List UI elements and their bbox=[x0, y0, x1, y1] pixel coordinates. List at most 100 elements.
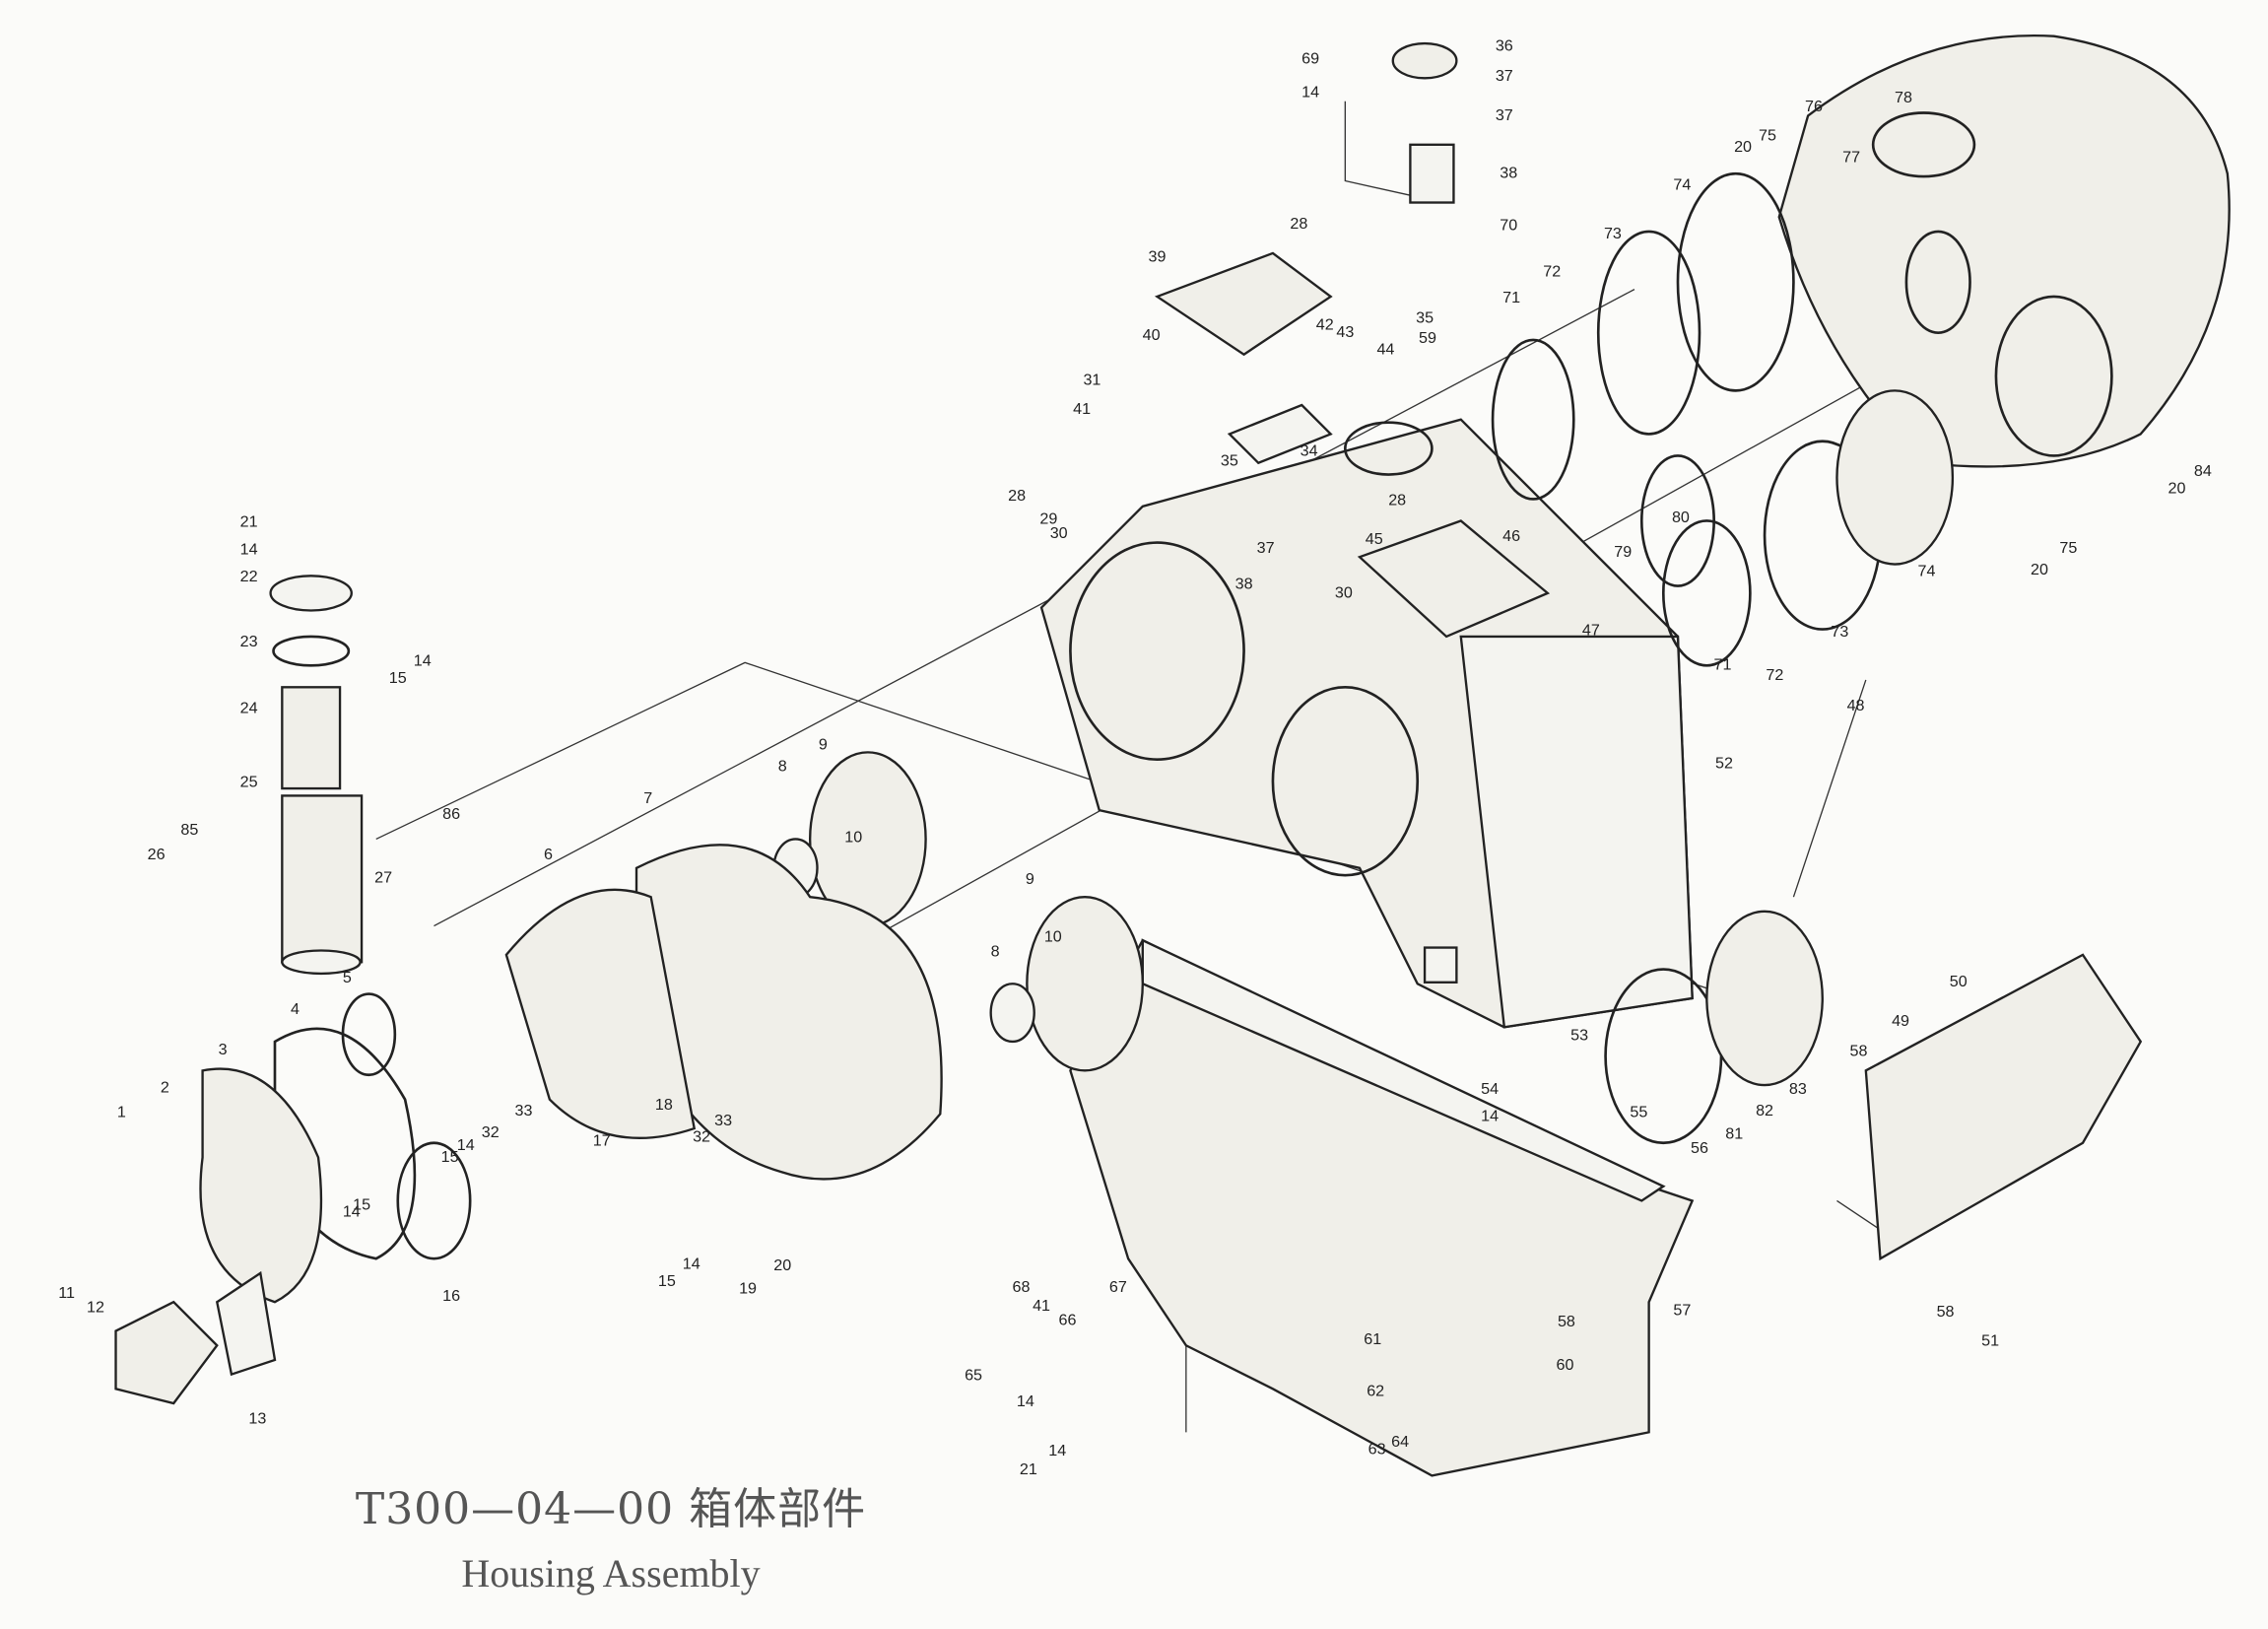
callout-number: 58 bbox=[1937, 1303, 1955, 1321]
callout-number: 1 bbox=[117, 1103, 126, 1120]
callout-number: 8 bbox=[778, 757, 787, 775]
callout-number: 67 bbox=[1109, 1278, 1127, 1296]
main-gearbox-housing bbox=[1039, 418, 1694, 1029]
callout-number: 55 bbox=[1630, 1103, 1647, 1120]
front-cover-plates bbox=[114, 844, 943, 1405]
callout-number: 31 bbox=[1083, 371, 1101, 388]
callout-number: 21 bbox=[1020, 1460, 1037, 1478]
callout-number: 20 bbox=[2031, 561, 2048, 578]
callout-number: 5 bbox=[343, 969, 352, 986]
callout-number: 14 bbox=[683, 1255, 700, 1272]
callout-number: 42 bbox=[1316, 316, 1334, 334]
callout-number: 15 bbox=[441, 1148, 459, 1166]
callout-number: 34 bbox=[1301, 441, 1318, 459]
oil-filter bbox=[269, 575, 364, 976]
callout-number: 30 bbox=[1050, 524, 1068, 542]
callout-number: 71 bbox=[1714, 656, 1732, 674]
title-english: Housing Assembly bbox=[461, 1551, 761, 1595]
callout-number: 83 bbox=[1789, 1080, 1807, 1098]
callout-number: 14 bbox=[1048, 1442, 1066, 1459]
callout-number: 85 bbox=[180, 821, 198, 839]
callout-number: 28 bbox=[1008, 487, 1026, 505]
callout-number: 63 bbox=[1368, 1440, 1386, 1458]
callout-number: 18 bbox=[655, 1096, 673, 1114]
callout-number: 68 bbox=[1013, 1278, 1031, 1296]
callout-number: 41 bbox=[1073, 400, 1091, 418]
callout-number: 59 bbox=[1419, 329, 1436, 347]
callout-number: 8 bbox=[991, 942, 1000, 960]
callout-number: 19 bbox=[739, 1279, 757, 1297]
callout-number: 51 bbox=[1981, 1331, 1999, 1349]
callout-number: 20 bbox=[2168, 480, 2185, 498]
callout-number: 13 bbox=[248, 1410, 266, 1428]
callout-number: 66 bbox=[1059, 1312, 1077, 1329]
callout-number: 48 bbox=[1847, 697, 1865, 714]
callout-number: 14 bbox=[457, 1136, 475, 1154]
callout-number: 14 bbox=[414, 651, 432, 669]
callout-number: 75 bbox=[1759, 126, 1776, 144]
callout-number: 71 bbox=[1502, 289, 1520, 306]
callout-number: 28 bbox=[1388, 491, 1406, 509]
callout-number: 56 bbox=[1691, 1139, 1708, 1157]
callout-number: 14 bbox=[240, 540, 258, 558]
callout-number: 54 bbox=[1481, 1080, 1499, 1098]
callout-number: 32 bbox=[693, 1127, 710, 1145]
mounting-bracket bbox=[1864, 953, 2143, 1261]
callout-number: 37 bbox=[1496, 67, 1513, 85]
callout-number: 73 bbox=[1831, 623, 1848, 641]
callout-number: 20 bbox=[1734, 138, 1752, 156]
callout-number: 53 bbox=[1570, 1027, 1588, 1045]
callout-number: 29 bbox=[1039, 509, 1057, 527]
callout-number: 62 bbox=[1367, 1383, 1384, 1400]
callout-number: 14 bbox=[1301, 83, 1319, 101]
callout-number: 24 bbox=[240, 700, 258, 717]
callout-number: 15 bbox=[353, 1195, 370, 1213]
dipstick bbox=[1792, 679, 1867, 898]
callout-number: 4 bbox=[291, 1000, 300, 1018]
callout-number: 46 bbox=[1502, 527, 1520, 545]
callout-number: 27 bbox=[374, 868, 392, 886]
callout-number: 37 bbox=[1496, 106, 1513, 124]
callout-number: 10 bbox=[1044, 928, 1062, 946]
callout-number: 14 bbox=[1017, 1392, 1034, 1410]
callout-number: 40 bbox=[1143, 326, 1161, 344]
callout-number: 12 bbox=[87, 1299, 104, 1317]
title-block: T300—04—00 箱体部件 Housing Assembly bbox=[355, 1473, 867, 1596]
callout-number: 79 bbox=[1614, 543, 1632, 561]
callout-number: 38 bbox=[1235, 575, 1253, 592]
callout-number: 25 bbox=[240, 774, 258, 791]
callout-number: 33 bbox=[714, 1112, 732, 1129]
callout-number: 21 bbox=[240, 512, 258, 530]
callout-number: 78 bbox=[1895, 89, 1912, 106]
callout-number: 72 bbox=[1543, 262, 1561, 280]
callout-number: 60 bbox=[1557, 1356, 1574, 1374]
title-code-chinese: T300—04—00 箱体部件 bbox=[355, 1484, 867, 1534]
callout-number: 35 bbox=[1221, 452, 1238, 470]
callout-number: 3 bbox=[219, 1041, 228, 1058]
callout-number: 11 bbox=[58, 1284, 75, 1302]
callout-number: 80 bbox=[1672, 509, 1690, 526]
callout-number: 2 bbox=[161, 1078, 169, 1096]
callout-number: 28 bbox=[1290, 215, 1307, 233]
callout-number: 74 bbox=[1673, 175, 1691, 193]
callout-number: 22 bbox=[240, 568, 258, 585]
callout-number: 32 bbox=[482, 1123, 500, 1141]
callout-number: 61 bbox=[1364, 1330, 1381, 1348]
callout-number: 23 bbox=[240, 633, 258, 650]
callout-number: 39 bbox=[1149, 248, 1167, 266]
callout-number: 58 bbox=[1558, 1313, 1575, 1330]
callout-number: 16 bbox=[442, 1287, 460, 1305]
callout-number: 57 bbox=[1673, 1301, 1691, 1319]
callout-number: 69 bbox=[1301, 50, 1319, 68]
callout-number: 33 bbox=[515, 1102, 533, 1120]
callout-number: 7 bbox=[643, 789, 652, 807]
callout-number: 74 bbox=[1918, 562, 1936, 579]
callout-number: 43 bbox=[1336, 323, 1354, 341]
callout-number: 72 bbox=[1766, 666, 1783, 684]
callout-number: 6 bbox=[544, 846, 553, 863]
callout-number: 52 bbox=[1715, 755, 1733, 773]
callout-number: 17 bbox=[593, 1132, 611, 1150]
callout-number: 47 bbox=[1582, 621, 1600, 639]
callout-number: 9 bbox=[819, 735, 828, 753]
callout-number: 82 bbox=[1756, 1102, 1773, 1120]
